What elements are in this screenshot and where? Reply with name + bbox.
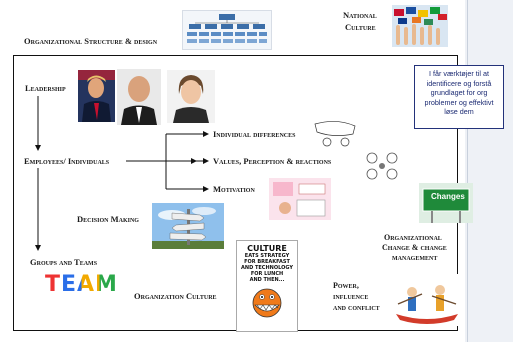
leader-portrait-3 xyxy=(167,70,215,123)
individual-differences-label: Individual differences xyxy=(213,129,296,139)
org-change-label-line2: Change & change xyxy=(382,243,447,252)
power-label-line3: and conflict xyxy=(333,303,380,312)
individual-differences-cartoon xyxy=(313,120,361,148)
groups-teams-label: Groups and Teams xyxy=(30,257,98,267)
leader-portrait-2 xyxy=(117,69,161,125)
danish-note-box: I får værktøjer til at identificere og f… xyxy=(414,65,504,129)
org-chart-image xyxy=(182,10,272,50)
culture-monster-icon xyxy=(252,288,282,318)
team-figures-image: TEAM xyxy=(45,272,117,302)
national-culture-label-line2: Culture xyxy=(345,22,376,32)
values-perception-icon xyxy=(360,148,404,184)
org-change-label-line1: Organizational xyxy=(384,233,442,242)
culture-card-line-2: FOR BREAKFAST xyxy=(244,259,290,265)
org-structure-label: Organizational Structure & design xyxy=(24,36,158,46)
culture-card-line-1: EATS STRATEGY xyxy=(244,253,290,259)
motivation-cartoon xyxy=(269,178,331,220)
culture-card-title: CULTURE xyxy=(247,244,287,253)
values-perception-label: Values, Perception & reactions xyxy=(213,156,332,166)
national-culture-label-line1: National xyxy=(343,10,377,20)
national-culture-image xyxy=(392,5,448,47)
right-margin-strip xyxy=(465,0,513,342)
leadership-label: Leadership xyxy=(25,83,66,93)
motivation-label: Motivation xyxy=(213,184,255,194)
changes-sign-image: Changes xyxy=(419,183,473,223)
employees-label: Employees/ Individuals xyxy=(24,156,110,166)
culture-card-line-5: AND THEN... xyxy=(249,277,285,283)
danish-note-text: I får værktøjer til at identificere og f… xyxy=(424,69,494,117)
power-label-line1: Power, xyxy=(333,281,359,290)
decision-making-label: Decision Making xyxy=(77,214,139,224)
culture-eats-strategy-card: CULTURE EATS STRATEGY FOR BREAKFAST AND … xyxy=(236,240,298,332)
team-word: TEAM xyxy=(45,272,118,297)
decision-making-signpost xyxy=(152,203,224,249)
right-margin-line xyxy=(467,0,468,342)
organization-culture-label: Organization Culture xyxy=(134,291,217,301)
changes-sign-text: Changes xyxy=(431,192,465,201)
leader-portrait-1 xyxy=(78,70,115,122)
culture-card-line-4: FOR LUNCH xyxy=(250,271,284,277)
org-change-label-line3: management xyxy=(392,253,438,262)
power-conflict-canoe-cartoon xyxy=(394,274,460,326)
power-label-line2: influence xyxy=(333,292,369,301)
culture-card-line-3: AND TECHNOLOGY xyxy=(241,265,293,271)
